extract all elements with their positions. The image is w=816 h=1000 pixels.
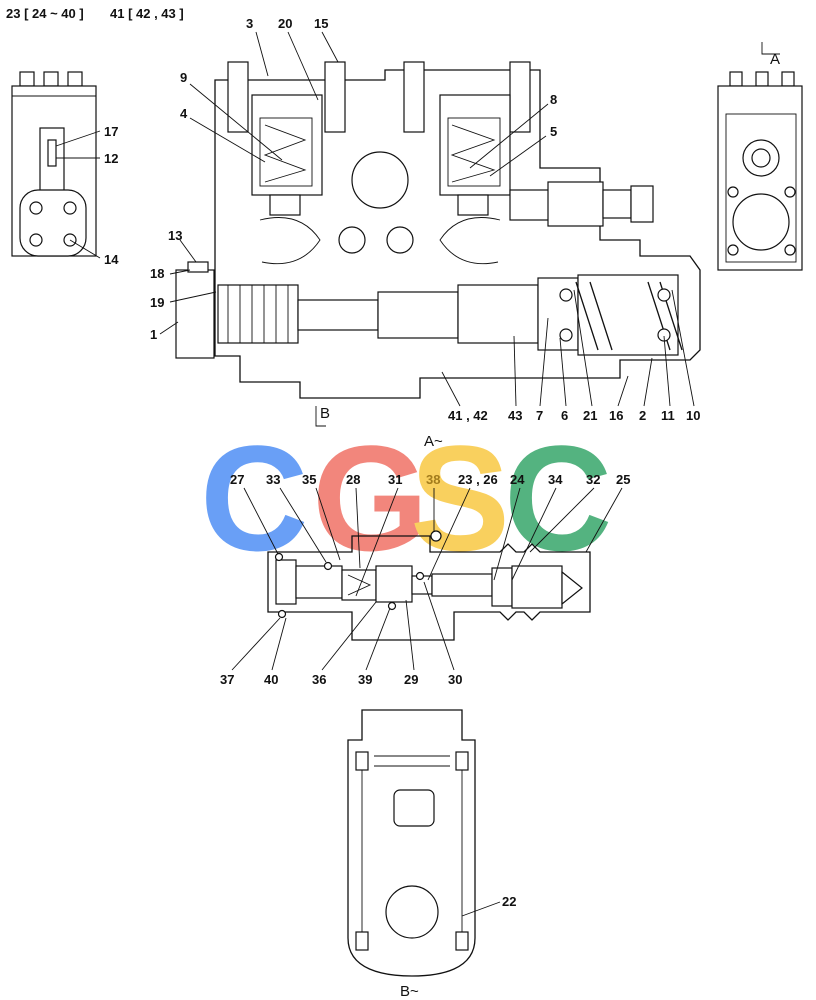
callout-25: 25 — [616, 472, 630, 487]
callout-20: 20 — [278, 16, 292, 31]
detail-a-view — [267, 530, 591, 641]
callout-33: 33 — [266, 472, 280, 487]
callout-12: 12 — [104, 151, 118, 166]
callout-23-26: 23 , 26 — [458, 472, 498, 487]
callout-37: 37 — [220, 672, 234, 687]
callout-39: 39 — [358, 672, 372, 687]
detail-a-title: A~ — [424, 433, 443, 450]
callout-38: 38 — [426, 472, 440, 487]
callout-5: 5 — [550, 124, 557, 139]
watermark: C G S C — [200, 414, 612, 582]
callout-6: 6 — [561, 408, 568, 423]
detail-b-view — [347, 709, 476, 977]
watermark-letter: G — [312, 414, 429, 582]
callout-31: 31 — [388, 472, 402, 487]
detail-b-title: B~ — [400, 983, 419, 1000]
callout-36: 36 — [312, 672, 326, 687]
callout-14: 14 — [104, 252, 119, 267]
section-b-marker: B — [320, 405, 330, 422]
callout-22: 22 — [502, 894, 516, 909]
callout-29: 29 — [404, 672, 418, 687]
callout-9: 9 — [180, 70, 187, 85]
section-a-marker: A — [770, 51, 780, 68]
callout-7: 7 — [536, 408, 543, 423]
callout-15: 15 — [314, 16, 328, 31]
callout-21: 21 — [583, 408, 597, 423]
header-group-a: 23 [ 24 ~ 40 ] — [6, 6, 84, 21]
callout-34: 34 — [548, 472, 563, 487]
callout-18: 18 — [150, 266, 164, 281]
callout-10: 10 — [686, 408, 700, 423]
watermark-letter: C — [200, 414, 308, 582]
watermark-letter: C — [504, 414, 612, 582]
callout-30: 30 — [448, 672, 462, 687]
callout-35: 35 — [302, 472, 316, 487]
callout-2: 2 — [639, 408, 646, 423]
callout-27: 27 — [230, 472, 244, 487]
callout-3: 3 — [246, 16, 253, 31]
detail-a-leader-lines — [231, 487, 623, 671]
left-side-view — [11, 71, 101, 259]
right-end-view — [717, 42, 803, 271]
callout-24: 24 — [510, 472, 525, 487]
callout-40: 40 — [264, 672, 278, 687]
callout-19: 19 — [150, 295, 164, 310]
callout-11: 11 — [661, 408, 675, 423]
header-group-b: 41 [ 42 , 43 ] — [110, 6, 184, 21]
callout-32: 32 — [586, 472, 600, 487]
callout-43: 43 — [508, 408, 522, 423]
callout-4: 4 — [180, 106, 188, 121]
main-valve-view — [175, 61, 701, 399]
callout-17: 17 — [104, 124, 118, 139]
callout-41-42: 41 , 42 — [448, 408, 488, 423]
callout-8: 8 — [550, 92, 557, 107]
callout-13: 13 — [168, 228, 182, 243]
callout-28: 28 — [346, 472, 360, 487]
main-leader-lines — [159, 31, 695, 407]
callout-16: 16 — [609, 408, 623, 423]
callout-1: 1 — [150, 327, 157, 342]
watermark-letter: S — [410, 414, 510, 582]
